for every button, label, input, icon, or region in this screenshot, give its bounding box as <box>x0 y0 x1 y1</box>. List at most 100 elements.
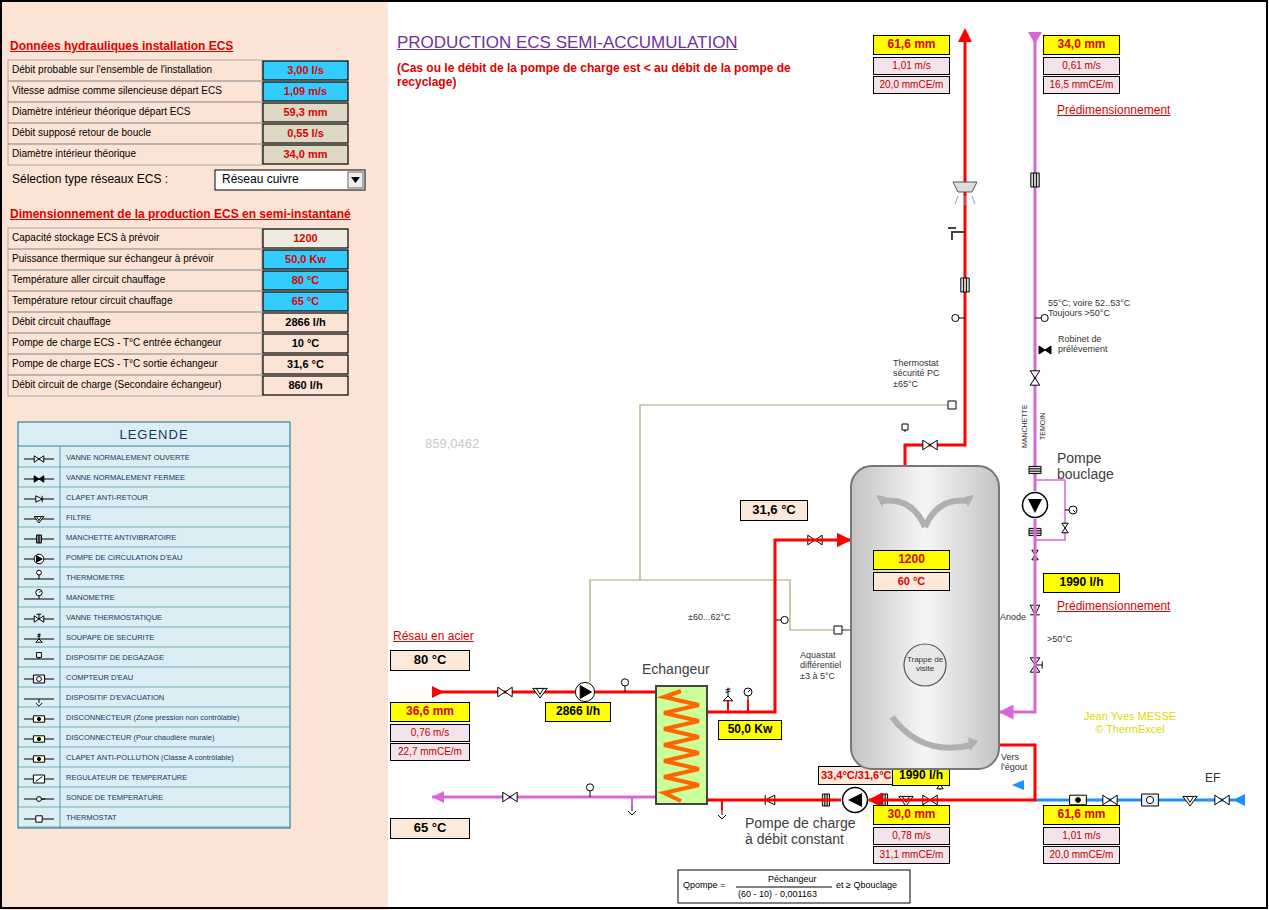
symbol <box>1183 796 1197 806</box>
symbol-part <box>744 688 752 696</box>
pipe <box>1034 38 1037 491</box>
symbol <box>34 456 44 462</box>
table-cell <box>8 60 262 81</box>
symbol-part <box>36 589 42 595</box>
symbol-part <box>1103 795 1117 805</box>
legend-rule <box>18 667 290 668</box>
table-cell <box>8 102 262 123</box>
symbol <box>33 775 44 783</box>
temperature-tag: 80 °C <box>390 650 470 671</box>
value-tag: 1200 <box>873 550 950 570</box>
symbol <box>533 688 547 698</box>
symbol-part <box>1076 798 1081 803</box>
pipe <box>1035 799 1245 802</box>
symbol <box>37 570 42 579</box>
symbol <box>36 589 42 599</box>
symbol-part <box>37 556 43 562</box>
symbol-part <box>1070 795 1087 805</box>
table-cell <box>263 82 348 101</box>
value-tag: 20,0 mmCE/m <box>873 76 950 94</box>
symbol-part <box>37 677 42 682</box>
legend-rule <box>18 807 290 808</box>
legend-entry: VANNE NORMALEMENT FERMEE <box>66 474 185 483</box>
pump-symbol <box>1021 491 1049 519</box>
legend-entry: SONDE DE TEMPERATURE <box>66 794 163 803</box>
note-link: Prédimensionnement <box>1057 104 1170 118</box>
table-cell <box>263 271 348 290</box>
stray-number: 859,0462 <box>425 437 479 452</box>
value-tag: 31,1 mmCE/m <box>873 846 950 864</box>
field-value: 50,0 Kw <box>263 253 348 266</box>
table-cell <box>263 61 348 80</box>
legend-entry: THERMOSTAT <box>66 814 117 823</box>
table-cell <box>8 354 262 375</box>
symbol <box>952 314 965 321</box>
table-cell <box>8 375 262 396</box>
symbol-part <box>38 575 39 579</box>
note: ±60...62°C <box>688 612 731 622</box>
symbol-part <box>33 736 44 742</box>
symbol-part <box>1035 318 1041 319</box>
symbol <box>33 736 44 742</box>
legend-box <box>18 422 290 828</box>
symbol <box>575 682 594 701</box>
note: 55°C; voire 52..53°C Toujours >50°C <box>1048 298 1148 319</box>
pipe-connector <box>1000 519 1035 712</box>
symbol-part <box>1062 523 1068 533</box>
pipe-name: EF <box>1205 772 1220 786</box>
table-cell <box>8 312 262 333</box>
symbol-part <box>36 496 42 502</box>
pipe-arrow <box>1233 794 1245 806</box>
table-cell <box>263 313 348 332</box>
symbol-part <box>961 278 969 292</box>
table-cell <box>263 355 348 374</box>
symbol-part <box>723 696 733 701</box>
symbol-part <box>42 496 43 502</box>
symbol-part <box>37 517 42 521</box>
dropdown-value: Réseau cuivre <box>222 173 299 187</box>
value-tag: 0,76 m/s <box>390 724 470 742</box>
legend-entry: DISCONNECTEUR (Pour chaudière murale) <box>66 734 214 743</box>
loop-pump: Pompe bouclage <box>1021 491 1049 519</box>
symbol-part <box>1039 346 1051 354</box>
symbol-part <box>1146 796 1153 803</box>
symbol <box>34 517 44 523</box>
table-cell <box>8 249 262 270</box>
legend-entry: MANCHETTE ANTIVIBRATOIRE <box>66 534 176 543</box>
symbol-part <box>1030 371 1040 385</box>
symbol-part <box>498 687 512 697</box>
temperature-tag: 31,6 °C <box>740 500 808 521</box>
table-cell <box>263 334 348 353</box>
symbol <box>723 688 733 701</box>
legend-entry: DISCONNECTEUR (Zone pression non contrôl… <box>66 714 239 723</box>
symbol <box>718 810 726 819</box>
symbol-part <box>1031 173 1039 187</box>
equipment-name: Pompe bouclage <box>1057 450 1137 482</box>
symbol <box>1215 795 1229 805</box>
branch-pipe <box>747 700 749 712</box>
pump-symbol <box>841 786 869 814</box>
legend-rule <box>18 467 290 468</box>
value-tag: 1990 l/h <box>1043 573 1120 593</box>
symbol-part <box>628 806 636 815</box>
symbol-part <box>1069 506 1077 514</box>
table-cell <box>8 228 262 249</box>
value-tag: 30,0 mm <box>873 805 950 825</box>
sensor-wire <box>842 629 850 630</box>
symbol <box>34 476 44 482</box>
flow-arrow <box>882 501 972 748</box>
legend-rule <box>18 607 290 608</box>
note: Vers l'égout <box>1001 752 1032 773</box>
symbol-part <box>959 318 965 319</box>
field-label: Température aller circuit chauffage <box>12 274 165 286</box>
value-tag: 2866 l/h <box>545 702 611 722</box>
symbol <box>1035 314 1048 321</box>
symbol <box>586 784 593 797</box>
symbol-part <box>726 688 731 696</box>
symbol-part <box>533 688 547 698</box>
field-label: Vitesse admise comme silencieuse départ … <box>12 85 222 97</box>
symbol <box>1070 795 1087 805</box>
legend-entry: VANNE NORMALEMENT OUVERTE <box>66 454 190 463</box>
table-cell <box>263 124 348 143</box>
